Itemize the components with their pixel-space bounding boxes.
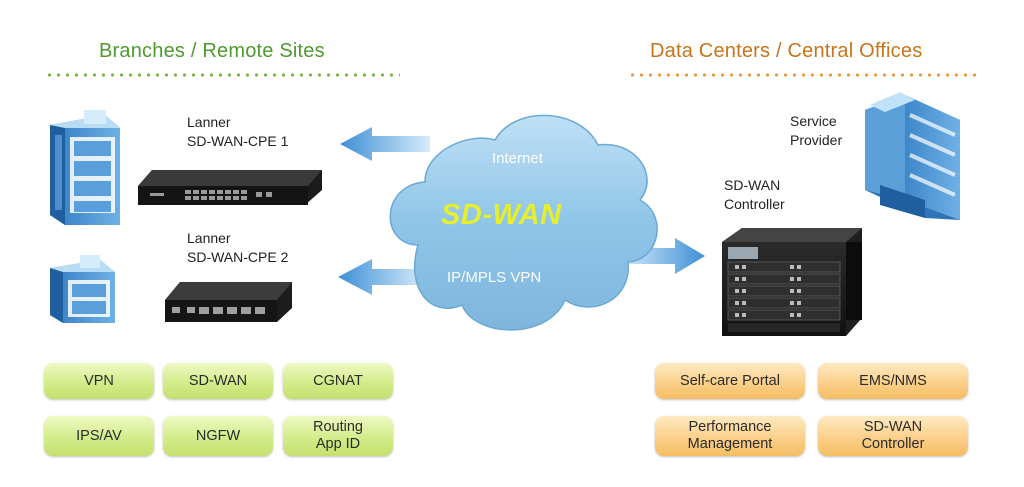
service-provider-line2: Provider — [790, 132, 843, 148]
controller-line2: Controller — [724, 196, 785, 212]
feature-pill-text-line1: Routing — [313, 419, 363, 435]
branches-dotted-divider — [45, 73, 400, 77]
sd-wan-cloud — [389, 114, 658, 331]
feature-pill-text: Self-care Portal — [680, 372, 780, 389]
feature-pill-ems-nms: EMS/NMS — [818, 363, 968, 399]
feature-pill-sd-wan-controller: SD-WAN Controller — [818, 416, 968, 456]
sd-wan-cpe-1-device — [138, 170, 322, 205]
feature-pill-text: EMS/NMS — [859, 372, 927, 389]
feature-pill-sd-wan: SD-WAN — [163, 363, 273, 399]
cpe1-vendor: Lanner — [187, 114, 231, 130]
arrow-to-cpe2 — [338, 259, 425, 295]
feature-pill-text-line1: SD-WAN — [863, 419, 923, 435]
feature-pill-text: VPN — [84, 372, 114, 389]
cpe2-model: SD-WAN-CPE 2 — [187, 249, 289, 265]
feature-pill-vpn: VPN — [44, 363, 154, 399]
cpe2-vendor: Lanner — [187, 230, 231, 246]
sd-wan-cloud-title: SD-WAN — [441, 199, 562, 231]
feature-pill-text: SD-WAN — [188, 372, 248, 389]
feature-pill-cgnat: CGNAT — [283, 363, 393, 399]
datacenters-dotted-divider — [628, 73, 980, 77]
arrow-to-cpe1 — [340, 127, 430, 161]
branch-building-1-icon — [50, 110, 120, 225]
service-provider-building-icon — [865, 92, 960, 220]
feature-pill-routing-app-id: Routing App ID — [283, 416, 393, 456]
branch-building-2-icon — [50, 255, 115, 323]
cpe1-model: SD-WAN-CPE 1 — [187, 133, 289, 149]
cpe2-label: Lanner SD-WAN-CPE 2 — [187, 229, 288, 267]
feature-pill-ngfw: NGFW — [163, 416, 273, 456]
sd-wan-controller-chassis — [722, 228, 862, 336]
sd-wan-cpe-2-device — [165, 282, 292, 322]
feature-pill-self-care-portal: Self-care Portal — [655, 363, 805, 399]
ip-mpls-vpn-label: IP/MPLS VPN — [447, 269, 542, 286]
feature-pill-text-line1: Performance — [688, 419, 772, 435]
feature-pill-text: IPS/AV — [76, 427, 122, 444]
controller-label: SD-WAN Controller — [724, 176, 785, 214]
feature-pill-text-line2: Controller — [861, 436, 925, 452]
cpe1-label: Lanner SD-WAN-CPE 1 — [187, 113, 288, 151]
service-provider-line1: Service — [790, 113, 837, 129]
feature-pill-text: NGFW — [195, 427, 241, 444]
feature-pill-text: CGNAT — [313, 372, 363, 389]
arrow-to-datacenter — [620, 238, 705, 274]
feature-pill-text-line2: App ID — [315, 436, 361, 452]
feature-pill-text-line2: Management — [687, 436, 773, 452]
branches-heading: Branches / Remote Sites — [99, 40, 325, 62]
internet-label: Internet — [492, 150, 543, 167]
feature-pill-performance-management: Performance Management — [655, 416, 805, 456]
feature-pill-ips-av: IPS/AV — [44, 416, 154, 456]
datacenters-heading: Data Centers / Central Offices — [650, 40, 923, 62]
controller-line1: SD-WAN — [724, 177, 781, 193]
service-provider-label: Service Provider — [790, 112, 842, 150]
